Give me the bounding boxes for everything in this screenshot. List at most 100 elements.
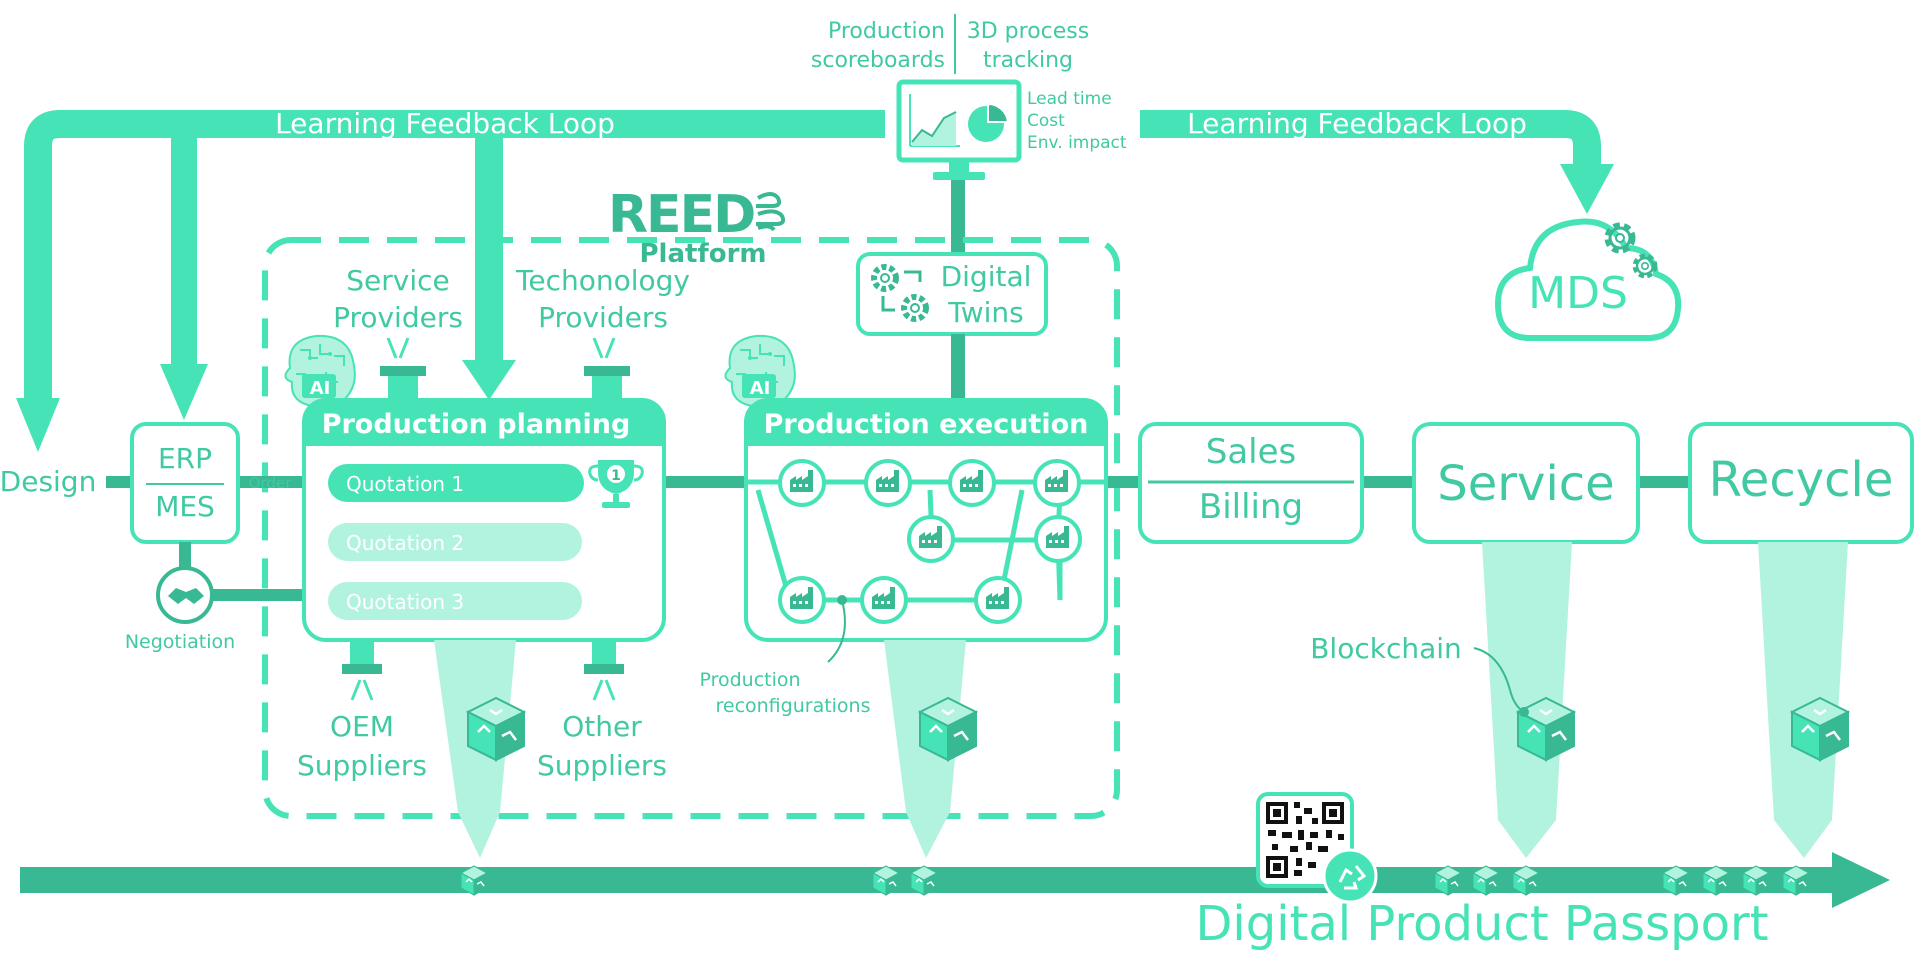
oem-suppliers: OEM Suppliers bbox=[297, 640, 427, 782]
erp-mes-box: ERP MES bbox=[130, 422, 240, 544]
factory-icon bbox=[778, 576, 826, 624]
data-cube-icon bbox=[1790, 696, 1850, 762]
platform-title: Platform bbox=[639, 239, 766, 269]
technology-providers: Techonology Providers bbox=[515, 264, 690, 402]
sales-label: Sales bbox=[1206, 432, 1297, 472]
trophy-rank: 1 bbox=[611, 468, 621, 484]
trophy-icon: 1 bbox=[588, 460, 644, 508]
mini-cube-icon bbox=[1662, 865, 1690, 896]
monitor-to-twins-link bbox=[951, 180, 965, 258]
data-cube-icon bbox=[1516, 696, 1576, 762]
technology-providers-label-2: Providers bbox=[538, 301, 668, 334]
quotation-3-pill bbox=[328, 582, 582, 620]
process-line bbox=[106, 476, 1690, 488]
metric-cost: Cost bbox=[1027, 111, 1065, 131]
service-providers: Service Providers bbox=[333, 264, 463, 402]
recycle-label: Recycle bbox=[1709, 452, 1894, 508]
recycle-icon bbox=[1322, 848, 1378, 904]
metric-env-impact: Env. impact bbox=[1027, 133, 1127, 153]
billing-label: Billing bbox=[1199, 487, 1303, 527]
metric-lead-time: Lead time bbox=[1027, 89, 1112, 109]
monitor-label-right-2: tracking bbox=[983, 48, 1073, 73]
mini-cube-icon bbox=[460, 865, 488, 896]
production-planning-box: Production planning Quotation 1 Quotatio… bbox=[302, 398, 666, 642]
factory-icon bbox=[1034, 515, 1082, 563]
learning-feedback-loop-right: Learning Feedback Loop bbox=[1140, 107, 1614, 214]
negotiation-label: Negotiation bbox=[125, 631, 235, 653]
monitor-group: Production scoreboards 3D process tracki… bbox=[811, 14, 1127, 258]
learning-feedback-loop-left: Learning Feedback Loop bbox=[16, 107, 885, 452]
mini-cube-icon bbox=[1472, 865, 1500, 896]
mini-cube-icon bbox=[1512, 865, 1540, 896]
technology-providers-label-1: Techonology bbox=[515, 264, 690, 297]
digital-twins-label-2: Twins bbox=[947, 296, 1023, 329]
blockchain-label-group: Blockchain bbox=[1310, 632, 1529, 717]
factory-icon bbox=[907, 515, 955, 563]
digital-twins-label-1: Digital bbox=[941, 260, 1032, 293]
ai-planning-icon: AI bbox=[284, 334, 356, 419]
pie-chart-icon bbox=[968, 102, 1010, 142]
reed-platform-boundary bbox=[262, 237, 1120, 819]
dpp-timeline bbox=[20, 852, 1890, 908]
factory-icon bbox=[974, 576, 1022, 624]
mini-cube-icon bbox=[1702, 865, 1730, 896]
mini-cube-icon bbox=[872, 865, 900, 896]
production-reconfigurations-label-1: Production bbox=[699, 669, 800, 691]
oem-suppliers-label-1: OEM bbox=[330, 710, 394, 743]
reed-logo-text: REED bbox=[608, 185, 754, 245]
monitor-label-left-1: Production bbox=[828, 19, 945, 44]
erp-label: ERP bbox=[158, 442, 212, 475]
negotiation-group: Negotiation bbox=[125, 542, 306, 653]
production-execution-title: Production execution bbox=[764, 409, 1089, 440]
factory-icon bbox=[860, 576, 908, 624]
qr-code-icon bbox=[1256, 792, 1378, 904]
recycle-box: Recycle bbox=[1688, 422, 1914, 544]
service-label: Service bbox=[1437, 456, 1614, 512]
quotation-1-label: Quotation 1 bbox=[346, 472, 464, 496]
quotation-2-label: Quotation 2 bbox=[346, 531, 464, 555]
dpp-data-funnels bbox=[434, 542, 1848, 858]
quotation-3-label: Quotation 3 bbox=[346, 590, 464, 614]
service-providers-label-2: Providers bbox=[333, 301, 463, 334]
monitor-label-left-2: scoreboards bbox=[811, 48, 945, 73]
mini-cube-icon bbox=[1742, 865, 1770, 896]
factory-icon bbox=[948, 459, 996, 507]
chart-icon bbox=[909, 94, 960, 147]
design-label: Design bbox=[0, 465, 96, 498]
feedback-loop-left-label: Learning Feedback Loop bbox=[275, 107, 615, 140]
quotation-2-pill bbox=[328, 523, 582, 561]
mini-cube-icon bbox=[1782, 865, 1810, 896]
mes-label: MES bbox=[155, 490, 215, 523]
mini-cube-icon bbox=[910, 865, 938, 896]
production-reconfigurations-label-2: reconfigurations bbox=[715, 695, 870, 717]
ai-badge-planning: AI bbox=[310, 378, 331, 399]
mds-label: MDS bbox=[1528, 268, 1628, 319]
data-cube-icon bbox=[918, 696, 978, 762]
digital-twins-box: Digital Twins bbox=[856, 252, 1048, 404]
service-providers-label-1: Service bbox=[346, 264, 449, 297]
data-cube-icon bbox=[466, 696, 526, 762]
feedback-loop-right-label: Learning Feedback Loop bbox=[1187, 107, 1527, 140]
order-label: Order bbox=[249, 474, 292, 492]
factory-icon bbox=[864, 459, 912, 507]
quotation-1-pill bbox=[328, 464, 584, 502]
other-suppliers-label-1: Other bbox=[562, 710, 642, 743]
ai-execution-icon: AI bbox=[724, 334, 796, 419]
dpp-label: Digital Product Passport bbox=[1195, 896, 1768, 952]
reed-logo: REED Platform bbox=[608, 185, 786, 269]
sales-billing-box: Sales Billing bbox=[1138, 422, 1364, 544]
monitor-stand bbox=[933, 172, 985, 180]
digital-twin-gears-icon bbox=[871, 264, 929, 322]
mini-cube-icon bbox=[1434, 865, 1462, 896]
ai-badge-execution: AI bbox=[750, 378, 771, 399]
factory-icon bbox=[778, 459, 826, 507]
production-reconfigurations: Production reconfigurations bbox=[699, 599, 871, 717]
oem-suppliers-label-2: Suppliers bbox=[297, 749, 427, 782]
factory-icon bbox=[1033, 459, 1081, 507]
other-suppliers: Other Suppliers bbox=[537, 640, 667, 782]
blockchain-label: Blockchain bbox=[1310, 632, 1462, 665]
service-box: Service bbox=[1412, 422, 1640, 544]
wind-icon bbox=[756, 192, 786, 232]
production-execution-box: Production execution bbox=[744, 398, 1108, 642]
